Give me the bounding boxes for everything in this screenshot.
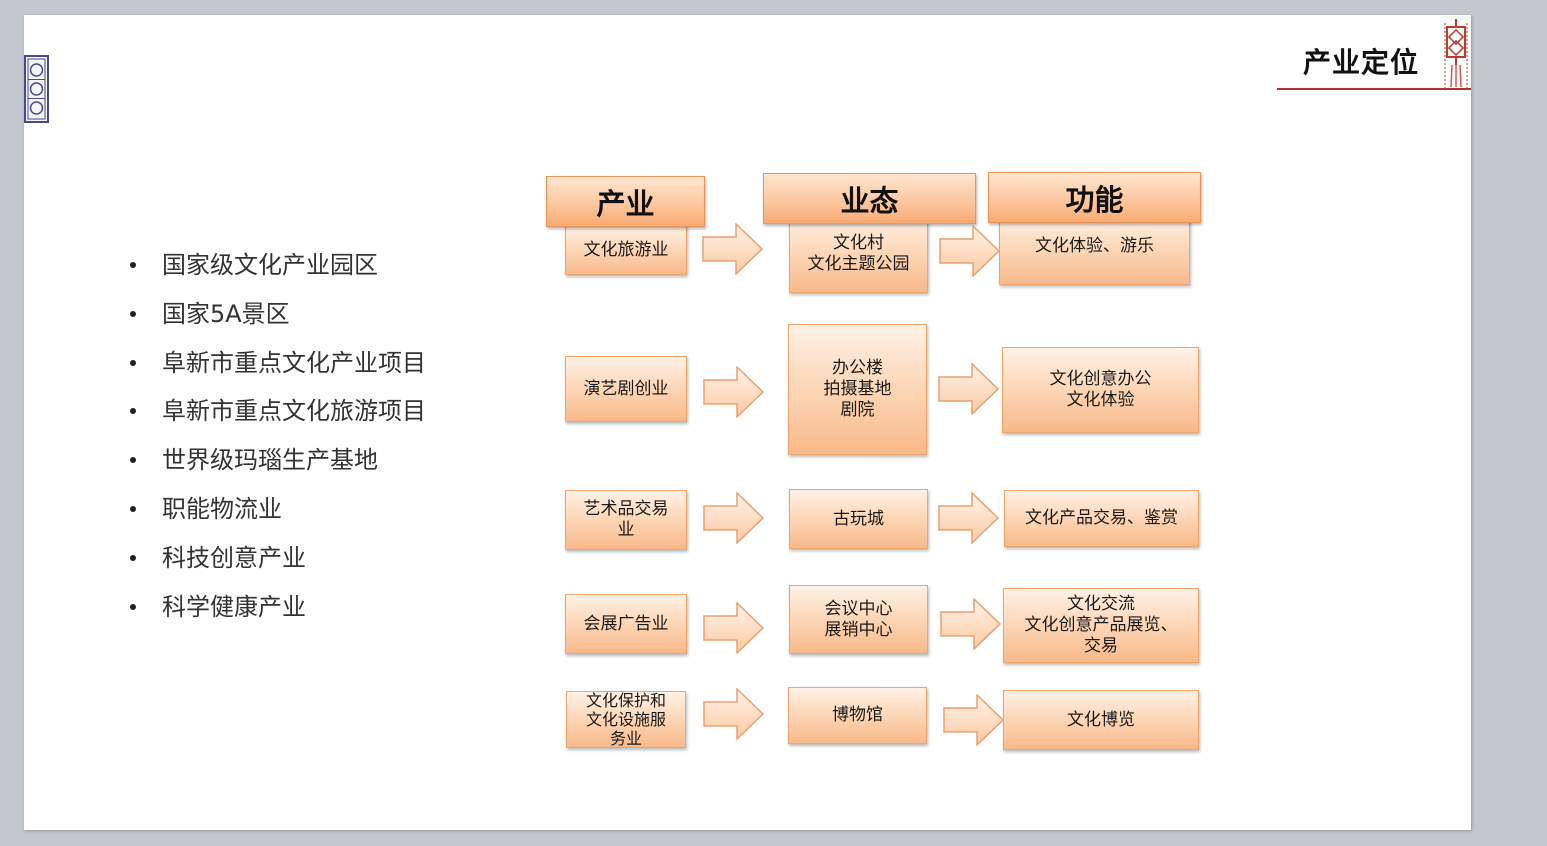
- format-box-cultural-village: 文化村 文化主题公园: [789, 215, 928, 293]
- bullet-dot: [130, 554, 136, 561]
- bullet-dot: [130, 603, 136, 610]
- bullet-text: 科学健康产业: [162, 592, 306, 621]
- function-box-creative-office: 文化创意办公 文化体验: [1002, 347, 1199, 433]
- flow-arrow-icon: [703, 688, 765, 740]
- bullet-dot: [130, 408, 136, 415]
- bullet-text: 职能物流业: [162, 494, 282, 523]
- page-title: 产业定位: [1302, 46, 1419, 79]
- bullet-dot: [130, 310, 136, 317]
- industry-box-performing-arts: 演艺剧创业: [565, 356, 687, 422]
- bullet-item: 科学健康产业: [126, 587, 426, 636]
- bullet-text: 阜新市重点文化产业项目: [162, 348, 426, 377]
- bullet-item: 职能物流业: [126, 489, 426, 538]
- bullet-item: 阜新市重点文化旅游项目: [126, 391, 426, 440]
- bullet-dot: [130, 262, 136, 268]
- flow-arrow-icon: [703, 366, 765, 418]
- header-function: 功能: [988, 172, 1201, 223]
- bullet-text: 阜新市重点文化旅游项目: [162, 397, 426, 426]
- bullet-item: 国家级文化产业园区: [126, 245, 426, 294]
- format-box-museum: 博物馆: [788, 687, 927, 744]
- bullet-dot: [130, 359, 136, 366]
- bullet-item: 阜新市重点文化产业项目: [126, 343, 426, 392]
- industry-box-cultural-tourism: 文化旅游业: [565, 225, 687, 275]
- format-box-conference-center: 会议中心 展销中心: [789, 585, 928, 654]
- bullet-list: 国家级文化产业园区 国家5A景区 阜新市重点文化产业项目 阜新市重点文化旅游项目…: [126, 245, 426, 635]
- flow-arrow-icon: [940, 598, 1002, 650]
- bullet-text: 国家5A景区: [162, 299, 290, 328]
- header-format: 业态: [763, 173, 976, 224]
- function-box-product-trading: 文化产品交易、鉴赏: [1004, 490, 1199, 547]
- lattice-pattern-icon: [24, 55, 49, 123]
- function-box-cultural-exchange: 文化交流 文化创意产品展览、 交易: [1003, 588, 1199, 663]
- flow-arrow-icon: [703, 602, 765, 654]
- bullet-item: 国家5A景区: [126, 294, 426, 343]
- bullet-text: 世界级玛瑙生产基地: [162, 446, 378, 475]
- function-box-cultural-experience: 文化体验、游乐: [999, 215, 1190, 285]
- flow-arrow-icon: [938, 363, 1000, 415]
- bullet-text: 科技创意产业: [162, 543, 306, 572]
- bullet-dot: [130, 505, 136, 512]
- title-area: 产业定位: [1271, 17, 1471, 97]
- flow-arrow-icon: [943, 694, 1005, 746]
- header-industry: 产业: [546, 176, 705, 227]
- flow-arrow-icon: [703, 492, 765, 544]
- bullet-dot: [130, 457, 136, 464]
- format-box-antique-city: 古玩城: [789, 489, 928, 549]
- function-box-cultural-exhibition: 文化博览: [1003, 690, 1199, 750]
- bullet-text: 国家级文化产业园区: [162, 251, 378, 279]
- flow-arrow-icon: [939, 225, 1001, 277]
- flow-arrow-icon: [938, 492, 1000, 544]
- industry-box-cultural-protection: 文化保护和 文化设施服 务业: [566, 691, 686, 748]
- bullet-item: 世界级玛瑙生产基地: [126, 440, 426, 489]
- title-underline: [1277, 88, 1471, 90]
- chinese-knot-icon: [1443, 19, 1469, 89]
- slide: 产业定位 国家级文化产业园区 国家5A景区 阜新市重点文化产业项目 阜新市重点文…: [24, 15, 1471, 830]
- industry-box-art-trading: 艺术品交易 业: [565, 490, 687, 550]
- bullet-item: 科技创意产业: [126, 538, 426, 587]
- industry-box-exhibition-advertising: 会展广告业: [565, 594, 687, 654]
- format-box-office-studio-theater: 办公楼 拍摄基地 剧院: [788, 324, 927, 455]
- flow-arrow-icon: [702, 223, 764, 275]
